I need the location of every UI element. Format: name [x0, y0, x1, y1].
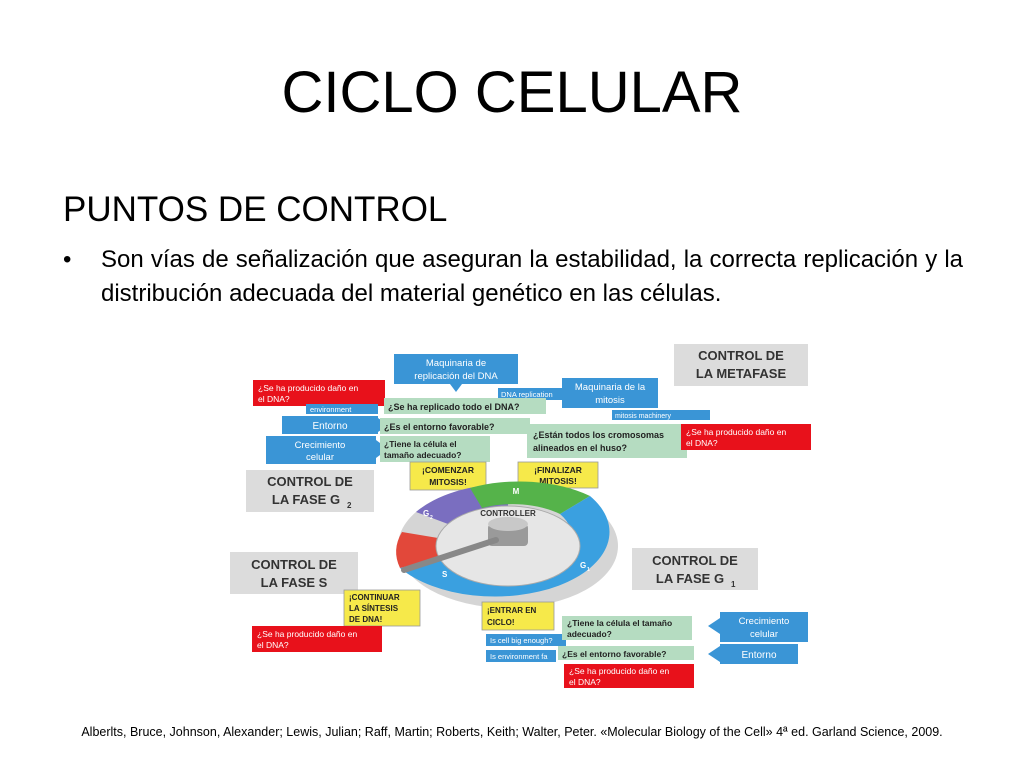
environment-label: environment — [310, 405, 352, 414]
is-cell-big-label: Is cell big enough? — [490, 636, 553, 645]
continuar-sintesis-line3: DE DNA! — [349, 615, 382, 624]
crecimiento-right-box: Crecimiento celular — [708, 612, 808, 642]
control-s-line1: CONTROL DE — [251, 557, 337, 572]
continuar-sintesis-line2: LA SÍNTESIS — [349, 604, 399, 613]
entrar-ciclo-box: ¡ENTRAR EN CICLO! — [481, 601, 555, 631]
maquinaria-dna-box: Maquinaria de replicación del DNA — [394, 354, 518, 392]
continuar-sintesis-line1: ¡CONTINUAR — [349, 593, 400, 602]
q-entorno-bottom-label: ¿Es el entorno favorable? — [562, 649, 666, 659]
bullet-text: Son vías de señalización que aseguran la… — [101, 246, 963, 307]
is-environment-tag: Is environment fa — [486, 650, 556, 662]
q-cromosomas-box: ¿Están todos los cromosomas alineados en… — [527, 424, 687, 458]
control-g1-sub: 1 — [731, 580, 736, 589]
q-tamano-bottom-box: ¿Tiene la célula el tamaño adecuado? — [562, 616, 692, 640]
dano-bottom-left-box: ¿Se ha producido daño en el DNA? — [252, 626, 382, 652]
control-g1-line2: LA FASE G — [656, 571, 724, 586]
crecimiento-right-line1: Crecimiento — [739, 616, 790, 627]
q-tamano-bottom-line1: ¿Tiene la célula el tamaño — [567, 618, 672, 628]
q-tamano-bottom-line2: adecuado? — [567, 629, 612, 639]
cell-cycle-ring: CONTROLLER M G 2 S G 1 — [396, 481, 618, 608]
slide-title: CICLO CELULAR — [281, 60, 743, 125]
crecimiento-left-box: Crecimiento celular — [266, 436, 388, 464]
q-replicado-box: ¿Se ha replicado todo el DNA? — [384, 398, 546, 414]
phase-g2-sub: 2 — [430, 515, 433, 521]
ring-segment-m — [470, 481, 590, 514]
entorno-left-box: Entorno — [282, 416, 388, 434]
finalizar-mitosis-box: ¡FINALIZAR MITOSIS! — [517, 461, 599, 489]
control-g2-line1: CONTROL DE — [267, 474, 353, 489]
dano-bottom-left-line2: el DNA? — [257, 640, 289, 650]
comenzar-mitosis-line2: MITOSIS! — [429, 477, 467, 487]
finalizar-mitosis-line1: ¡FINALIZAR — [534, 465, 582, 475]
q-tamano-box: ¿Tiene la célula el tamaño adecuado? — [380, 436, 490, 462]
q-tamano-line1: ¿Tiene la célula el — [384, 439, 457, 449]
q-entorno-label: ¿Es el entorno favorable? — [384, 422, 495, 432]
maquinaria-mitosis-box: Maquinaria de la mitosis — [562, 378, 658, 408]
q-tamano-line2: tamaño adecuado? — [384, 450, 461, 460]
dano-top-left-line1: ¿Se ha producido daño en — [258, 383, 358, 393]
phase-s-label: S — [442, 570, 448, 579]
q-cromosomas-line2: alineados en el huso? — [533, 443, 627, 453]
phase-g2-label: G — [423, 509, 429, 518]
environment-tag: environment — [306, 404, 378, 414]
control-g2-box: CONTROL DE LA FASE G 2 — [246, 470, 374, 512]
dna-replication-label: DNA replication — [501, 390, 553, 399]
comenzar-mitosis-line1: ¡COMENZAR — [422, 465, 474, 475]
dano-bottom-right-line1: ¿Se ha producido daño en — [569, 666, 669, 676]
control-s-box: CONTROL DE LA FASE S — [230, 552, 358, 594]
maquinaria-dna-line1: Maquinaria de — [426, 358, 486, 369]
is-environment-label: Is environment fa — [490, 652, 548, 661]
entorno-right-label: Entorno — [741, 650, 776, 661]
control-metafase-box: CONTROL DE LA METAFASE — [674, 344, 808, 386]
control-metafase-line2: LA METAFASE — [696, 366, 787, 381]
bullet-marker: • — [63, 246, 72, 273]
dano-bottom-right-line2: el DNA? — [569, 677, 601, 687]
dano-right-line2: el DNA? — [686, 438, 718, 448]
dano-top-left-line2: el DNA? — [258, 394, 290, 404]
dano-right-line1: ¿Se ha producido daño en — [686, 427, 786, 437]
entrar-ciclo-line1: ¡ENTRAR EN — [487, 606, 537, 615]
control-g1-line1: CONTROL DE — [652, 553, 738, 568]
maquinaria-dna-line2: replicación del DNA — [414, 371, 498, 382]
crecimiento-right-line2: celular — [750, 629, 778, 640]
dano-top-left-box: ¿Se ha producido daño en el DNA? — [253, 380, 385, 406]
phase-g1-label: G — [580, 561, 586, 570]
crecimiento-left-line2: celular — [306, 452, 334, 463]
control-metafase-line1: CONTROL DE — [698, 348, 784, 363]
slide-subtitle: PUNTOS DE CONTROL — [63, 190, 448, 229]
mitosis-machinery-tag: mitosis machinery — [612, 410, 710, 420]
finalizar-mitosis-line2: MITOSIS! — [539, 476, 577, 486]
control-g2-sub: 2 — [347, 501, 352, 510]
q-replicado-label: ¿Se ha replicado todo el DNA? — [388, 402, 520, 412]
cell-cycle-checkpoints-diagram: CONTROL DE LA METAFASE Maquinaria de rep… — [230, 344, 811, 688]
controller-label: CONTROLLER — [480, 509, 536, 518]
mitosis-machinery-label: mitosis machinery — [615, 413, 672, 420]
dano-bottom-right-box: ¿Se ha producido daño en el DNA? — [564, 664, 694, 688]
control-s-line2: LA FASE S — [261, 575, 328, 590]
citation: Alberlts, Bruce, Johnson, Alexander; Lew… — [81, 725, 943, 739]
crecimiento-left-line1: Crecimiento — [295, 440, 346, 451]
entorno-right-box: Entorno — [708, 644, 798, 664]
is-cell-big-tag: Is cell big enough? — [486, 634, 566, 646]
dano-right-box: ¿Se ha producido daño en el DNA? — [681, 424, 811, 450]
entrar-ciclo-line2: CICLO! — [487, 618, 515, 627]
dano-bottom-left-line1: ¿Se ha producido daño en — [257, 629, 357, 639]
entorno-left-label: Entorno — [312, 421, 347, 432]
control-g2-line2: LA FASE G — [272, 492, 340, 507]
control-g1-box: CONTROL DE LA FASE G 1 — [632, 548, 758, 590]
maquinaria-mitosis-line2: mitosis — [595, 395, 625, 406]
phase-m-label: M — [513, 487, 520, 496]
q-cromosomas-line1: ¿Están todos los cromosomas — [533, 430, 664, 440]
comenzar-mitosis-box: ¡COMENZAR MITOSIS! — [409, 461, 487, 491]
q-entorno-box: ¿Es el entorno favorable? — [380, 418, 530, 434]
q-entorno-bottom-box: ¿Es el entorno favorable? — [558, 646, 694, 660]
dna-replication-tag: DNA replication — [498, 388, 564, 400]
maquinaria-mitosis-line1: Maquinaria de la — [575, 382, 646, 393]
continuar-sintesis-box: ¡CONTINUAR LA SÍNTESIS DE DNA! — [343, 589, 421, 627]
phase-g1-sub: 1 — [587, 567, 590, 573]
